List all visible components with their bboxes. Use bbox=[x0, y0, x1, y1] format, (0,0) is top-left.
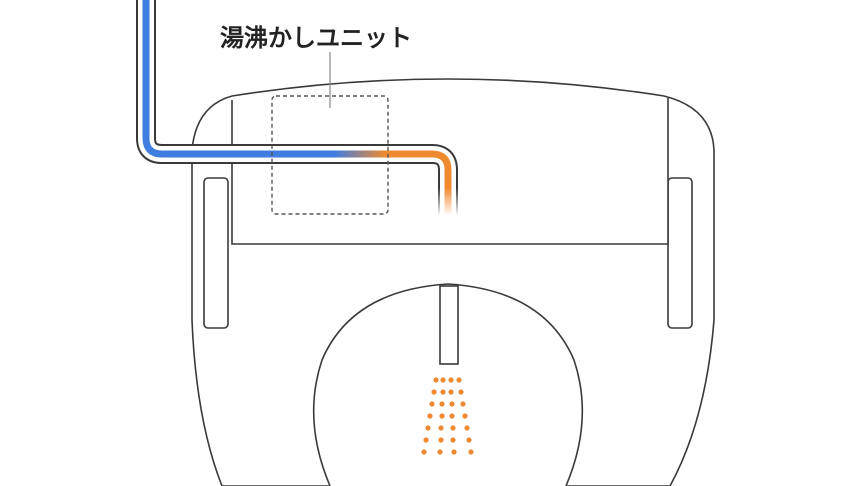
hinge-right bbox=[667, 177, 693, 329]
water-pipe bbox=[136, 0, 458, 216]
heating-unit-box bbox=[271, 95, 389, 215]
hinge-left bbox=[203, 177, 229, 329]
water-spray bbox=[421, 377, 474, 455]
bowl-opening bbox=[312, 283, 584, 486]
heating-unit-label: 湯沸かしユニット bbox=[220, 24, 412, 52]
spray-column-2 bbox=[437, 377, 446, 455]
pipe-water bbox=[142, 0, 452, 216]
spray-column-4 bbox=[456, 377, 474, 455]
heating-unit-callout: 湯沸かしユニット bbox=[220, 24, 412, 215]
spray-column-3 bbox=[448, 377, 457, 455]
spray-column-1 bbox=[421, 377, 439, 455]
nozzle bbox=[439, 285, 459, 365]
toilet-seat bbox=[191, 78, 715, 486]
